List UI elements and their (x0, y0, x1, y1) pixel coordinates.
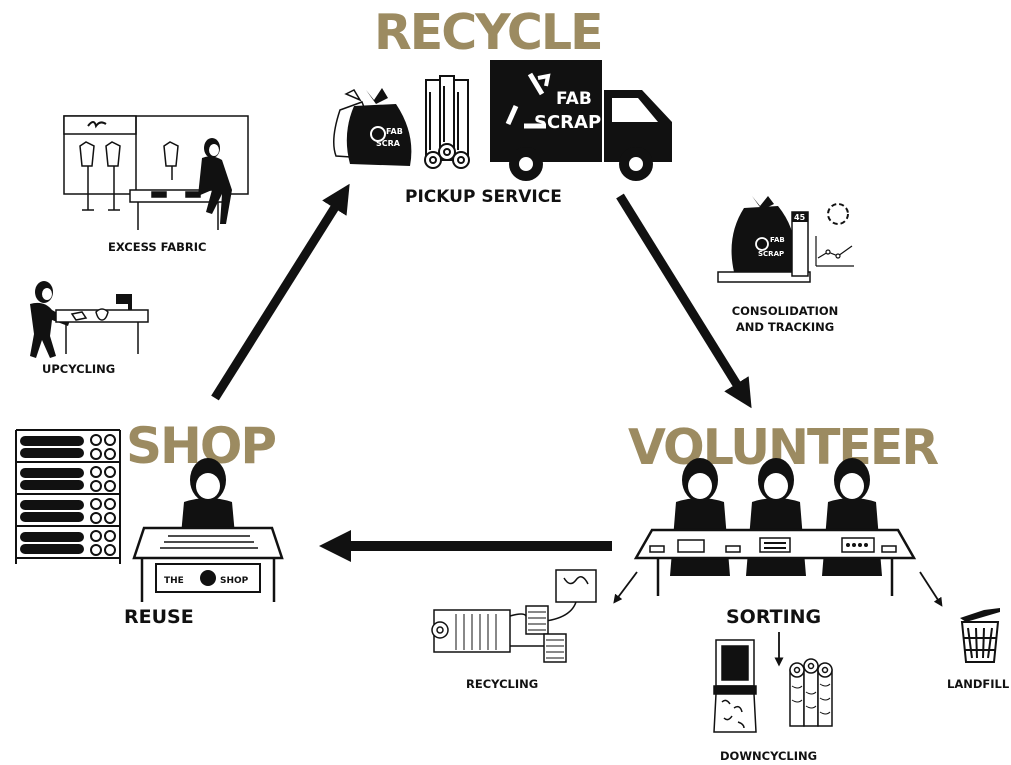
bag-recycle-icon (370, 126, 386, 142)
scale-icon: FAB SCRAP 45 (717, 196, 854, 283)
shop-sign-right: SHOP (220, 576, 249, 586)
scale-readout: 45 (794, 213, 806, 222)
recycle-title: RECYCLE (374, 4, 604, 61)
bag-logo-line2: SCRA (376, 139, 401, 148)
shredded-fabric-icon (713, 639, 833, 733)
trash-lid (960, 608, 1000, 622)
fabric-bag-icon: FAB SCRA (333, 88, 412, 166)
shop-sign-logo-icon (200, 570, 216, 586)
fabric-rolls-icon (424, 75, 470, 169)
arrow-recycle-to-volunteer (616, 193, 752, 409)
bag-logo-line1: FAB (386, 127, 403, 136)
consolidation-line-2: AND TRACKING (735, 319, 835, 334)
sewing-worker-icon (30, 281, 149, 358)
consolidation-label: CONSOLIDATION AND TRACKING (728, 304, 842, 335)
textile-machine-icon (431, 569, 597, 663)
landfill-label: LANDFILL (947, 677, 1010, 691)
fabric-shelves-icon (15, 429, 121, 564)
scale-bag-logo-line1: FAB (770, 236, 785, 244)
boutique-icon (63, 115, 249, 230)
upcycling-label: UPCYCLING (42, 362, 116, 376)
consolidation-line-1: CONSOLIDATION (731, 304, 839, 318)
downcycling-label: DOWNCYCLING (720, 749, 818, 763)
volunteer-sorting-icon (633, 458, 917, 596)
recycling-label: RECYCLING (466, 677, 539, 691)
reuse-label: REUSE (124, 606, 194, 628)
arrow-to-recycling (613, 571, 638, 604)
pickup-service-label: PICKUP SERVICE (405, 187, 562, 207)
trash-can-icon (960, 608, 1000, 663)
scale-bag-logo-line2: SCRAP (758, 250, 784, 258)
sorting-label: SORTING (726, 606, 822, 628)
truck-logo-line1: FAB (556, 89, 592, 109)
delivery-truck-icon: FAB SCRAP (490, 60, 672, 181)
recycle-icon (505, 72, 551, 129)
shop-sign-left: THE (164, 576, 184, 586)
shopkeeper-icon: THE SHOP (132, 458, 284, 602)
excess-fabric-label: EXCESS FABRIC (108, 240, 207, 254)
arrow-to-landfill (919, 571, 943, 607)
arrow-shop-to-recycle (211, 183, 350, 401)
truck-logo-line2: SCRAP (534, 112, 601, 133)
tracking-chart-icon (827, 203, 849, 225)
